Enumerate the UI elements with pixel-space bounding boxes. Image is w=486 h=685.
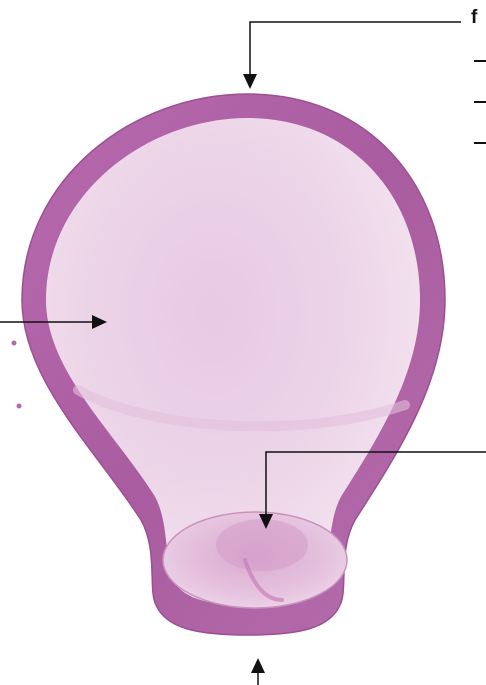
inner-ring-highlight <box>216 519 308 571</box>
list-dash <box>474 60 486 62</box>
list-dash <box>474 142 486 144</box>
bottom-arrowhead <box>251 658 265 673</box>
top-arrow-line <box>250 22 461 74</box>
top-arrowhead <box>243 74 257 89</box>
callout-heading-fragment: f <box>471 8 477 28</box>
list-dash <box>474 101 486 103</box>
rim-bump <box>12 341 17 346</box>
rim-bump <box>17 404 22 409</box>
